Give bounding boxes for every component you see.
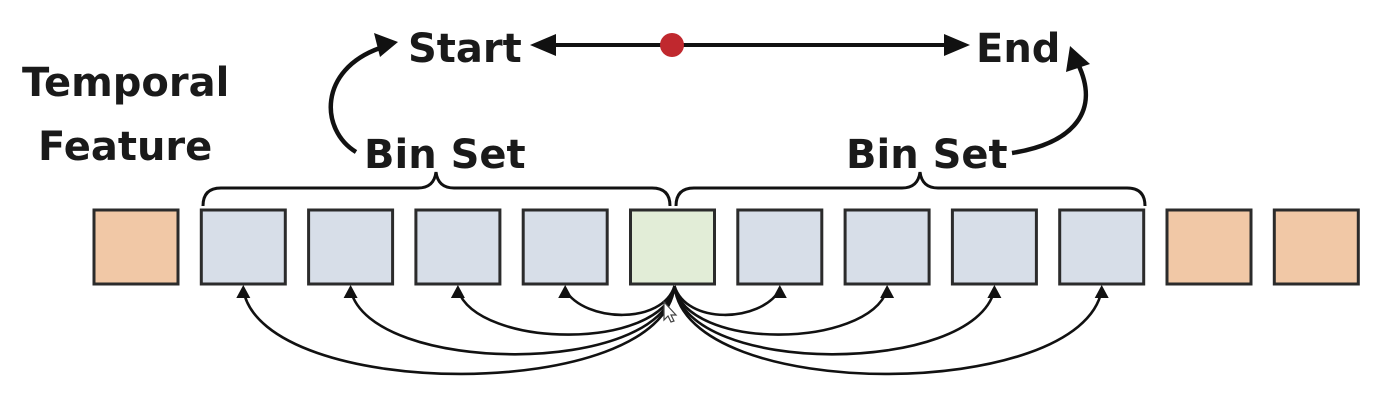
arc-arrowhead bbox=[987, 285, 1002, 298]
center-to-bin-arc bbox=[673, 285, 781, 317]
center-to-bin-arcs bbox=[236, 285, 1109, 376]
center-to-bin-arc bbox=[349, 285, 676, 356]
temporal-cell-row bbox=[92, 208, 1360, 286]
left-bin-set-brace bbox=[201, 171, 672, 207]
center-to-bin-arc bbox=[673, 285, 889, 336]
bin-set-to-end-arrowhead bbox=[1066, 46, 1090, 72]
arc-arrowhead bbox=[1094, 285, 1109, 298]
center-point-dot bbox=[660, 33, 684, 57]
arc-arrowhead bbox=[772, 285, 787, 298]
bin-set-to-start-arrow bbox=[328, 45, 381, 154]
temporal-feature-label-line1: Temporal bbox=[22, 60, 229, 106]
bin-cell bbox=[199, 208, 287, 286]
start-end-axis bbox=[530, 33, 970, 57]
center-to-bin-arc bbox=[242, 285, 676, 376]
arc-arrowhead bbox=[558, 285, 573, 298]
center-cell bbox=[629, 208, 716, 286]
center-to-bin-arc bbox=[673, 285, 1103, 376]
bin-cell bbox=[950, 208, 1038, 286]
bin-set-right-label: Bin Set bbox=[846, 132, 1008, 178]
start-label: Start bbox=[408, 26, 522, 72]
end-label: End bbox=[976, 26, 1060, 72]
right-bin-set-brace bbox=[674, 171, 1147, 207]
arc-arrowhead bbox=[236, 285, 251, 298]
arc-arrowhead bbox=[450, 285, 465, 298]
bin-cell bbox=[1058, 208, 1146, 286]
bin-cell bbox=[736, 208, 824, 286]
center-to-bin-arc bbox=[564, 285, 676, 317]
outside-cell bbox=[92, 208, 180, 286]
outside-cell bbox=[1165, 208, 1253, 286]
arc-arrowhead bbox=[343, 285, 358, 298]
center-to-bin-arc bbox=[673, 285, 996, 356]
bin-cell bbox=[414, 208, 502, 286]
bin-set-to-start-arrowhead bbox=[374, 33, 398, 57]
bin-set-left-label: Bin Set bbox=[364, 132, 526, 178]
axis-arrow-left bbox=[530, 34, 556, 56]
bin-cell bbox=[843, 208, 931, 286]
temporal-feature-label-line2: Feature bbox=[38, 124, 212, 170]
axis-arrow-right bbox=[944, 34, 970, 56]
bin-set-to-end-arrow bbox=[1011, 63, 1089, 156]
bin-cell bbox=[307, 208, 395, 286]
arc-arrowhead bbox=[880, 285, 895, 298]
outside-cell bbox=[1272, 208, 1360, 286]
bin-cell bbox=[521, 208, 609, 286]
cursor-icon bbox=[663, 300, 678, 323]
center-to-bin-arc bbox=[456, 285, 676, 336]
